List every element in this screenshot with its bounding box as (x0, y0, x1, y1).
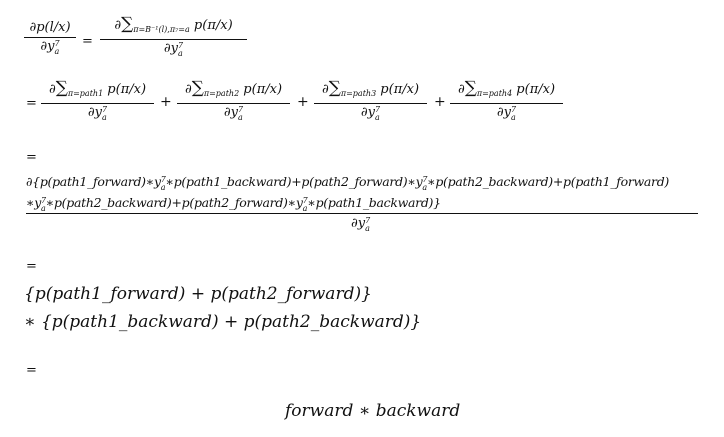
fraction-bar (24, 37, 76, 38)
result-expression: forward ∗ backward (285, 401, 461, 421)
path3-numerator: ∂∑π=path3 p(π/x) (321, 78, 420, 99)
factor-line-2: ∗ {p(path1_backward) + p(path2_backward)… (24, 312, 422, 332)
plus-sign-1: + (160, 94, 172, 110)
equals-sign-3: = (26, 150, 37, 165)
path1-numerator: ∂∑π=path1 p(π/x) (48, 78, 147, 99)
fraction-bar (41, 103, 154, 104)
fraction-bar (450, 103, 563, 104)
path2-numerator: ∂∑π=path2 p(π/x) (184, 78, 283, 99)
equals-sign-5: = (26, 363, 37, 378)
long-fraction-bar (26, 213, 698, 214)
lhs-numerator: ∂p(l/x) (29, 20, 71, 35)
plus-sign-2: + (297, 94, 309, 110)
rhs-main-numerator: ∂∑π=B⁻¹(l),π₇=a p(π/x) (114, 14, 233, 35)
path4-numerator: ∂∑π=path4 p(π/x) (457, 78, 556, 99)
equals-sign-2: = (26, 96, 37, 111)
plus-sign-3: + (434, 94, 446, 110)
equals-sign-1: = (82, 34, 93, 49)
fraction-bar (177, 103, 290, 104)
factor-line-1: {p(path1_forward) + p(path2_forward)} (24, 284, 372, 304)
equals-sign-4: = (26, 259, 37, 274)
fraction-bar (100, 39, 247, 40)
fraction-bar (314, 103, 427, 104)
